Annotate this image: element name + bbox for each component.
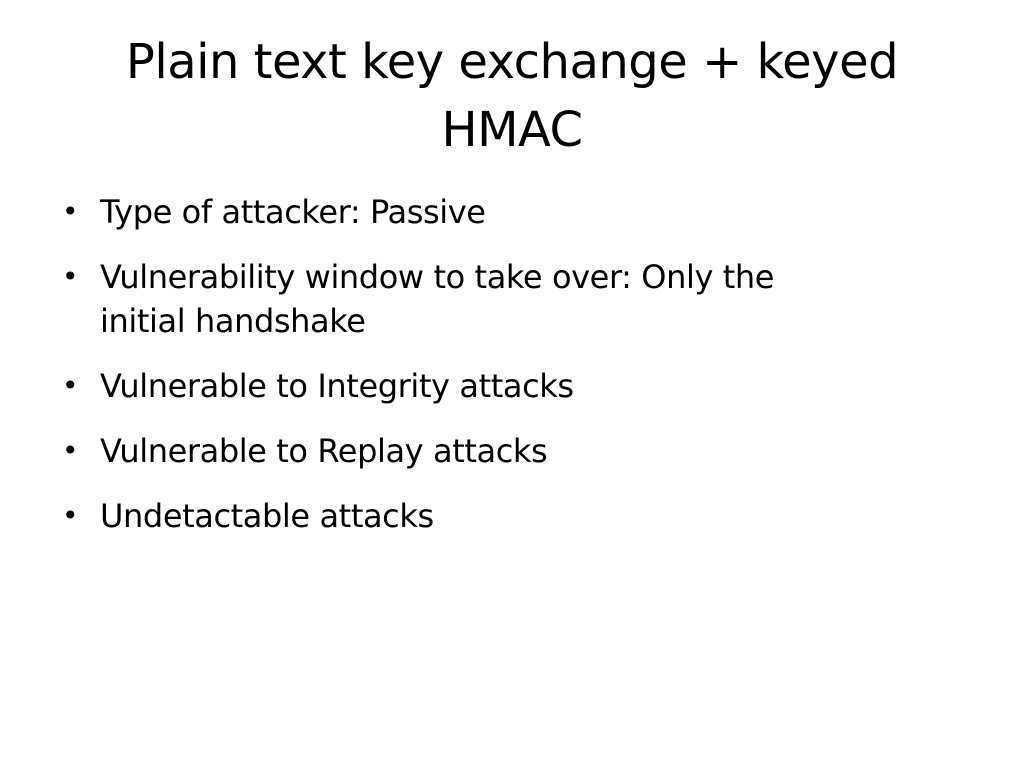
bullet-text-line: Type of attacker: Passive (100, 193, 486, 231)
bullet-item-integrity-attacks: • Vulnerable to Integrity attacks (60, 364, 940, 408)
bullet-icon: • (62, 195, 79, 228)
bullet-icon: • (62, 499, 79, 532)
bullet-text: Vulnerability window to take over: Only … (100, 255, 940, 343)
bullet-item-replay-attacks: • Vulnerable to Replay attacks (60, 429, 940, 473)
slide-title: Plain text key exchange + keyed HMAC (40, 28, 984, 164)
slide-title-line-1: Plain text key exchange + keyed (125, 34, 899, 90)
slide-title-line-2: HMAC (441, 102, 583, 158)
bullet-text: Type of attacker: Passive (100, 190, 940, 234)
bullet-text: Vulnerable to Integrity attacks (100, 364, 940, 408)
bullet-icon: • (62, 434, 79, 467)
bullet-text-line: Vulnerability window to take over: Only … (100, 258, 775, 296)
bullet-text-line: initial handshake (100, 302, 366, 340)
bullet-item-attacker-type: • Type of attacker: Passive (60, 190, 940, 234)
bullet-item-vulnerability-window: • Vulnerability window to take over: Onl… (60, 255, 940, 343)
bullet-item-undetectable-attacks: • Undetactable attacks (60, 494, 940, 538)
bullet-text: Vulnerable to Replay attacks (100, 429, 940, 473)
bullet-text-line: Undetactable attacks (100, 497, 434, 535)
bullet-icon: • (62, 260, 79, 293)
bullet-list: • Type of attacker: Passive • Vulnerabil… (60, 190, 940, 559)
bullet-text-line: Vulnerable to Replay attacks (100, 432, 548, 470)
bullet-text: Undetactable attacks (100, 494, 940, 538)
bullet-icon: • (62, 369, 79, 402)
bullet-text-line: Vulnerable to Integrity attacks (100, 367, 574, 405)
